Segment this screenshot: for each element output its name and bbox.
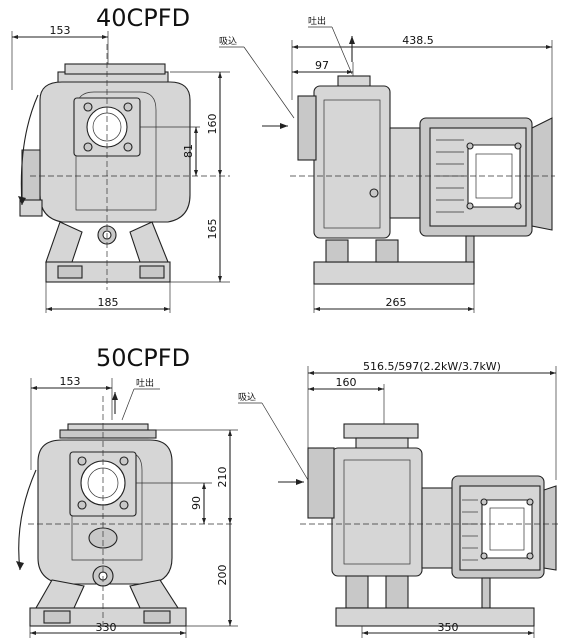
- dim-165-40: 165: [206, 219, 219, 240]
- dim-265-40: 265: [386, 296, 407, 309]
- dim-200-50: 200: [216, 565, 229, 586]
- dim-97-40: 97: [315, 59, 329, 72]
- dim-90-50: 90: [190, 496, 203, 510]
- front-view-50: 153 吐出: [16, 375, 238, 638]
- dim-210-50: 210: [216, 467, 229, 488]
- dim-350-50: 350: [438, 621, 459, 634]
- dim-160-40: 160: [206, 114, 219, 135]
- side-view-50: 516.5/597(2.2kW/3.7kW) 160 吸込: [238, 360, 560, 638]
- dim-330-50: 330: [96, 621, 117, 634]
- suction-label-50: 吸込: [238, 392, 256, 403]
- dim-153-40: 153: [50, 24, 71, 37]
- discharge-label-50: 吐出: [136, 377, 154, 389]
- discharge-label-40: 吐出: [308, 15, 326, 27]
- dim-153-50: 153: [60, 375, 81, 388]
- model-title-50: 50CPFD: [96, 344, 190, 372]
- front-view-40: 153: [11, 24, 230, 313]
- side-view-40: 438.5 97 吐出 吸込: [219, 15, 555, 313]
- dim-516-50: 516.5/597(2.2kW/3.7kW): [363, 360, 501, 373]
- suction-label-40: 吸込: [219, 36, 237, 47]
- dim-81-40: 81: [182, 144, 195, 158]
- model-title-40: 40CPFD: [96, 4, 190, 32]
- dim-185-40: 185: [98, 296, 119, 309]
- dim-160-50: 160: [336, 376, 357, 389]
- dim-438-40: 438.5: [402, 34, 434, 47]
